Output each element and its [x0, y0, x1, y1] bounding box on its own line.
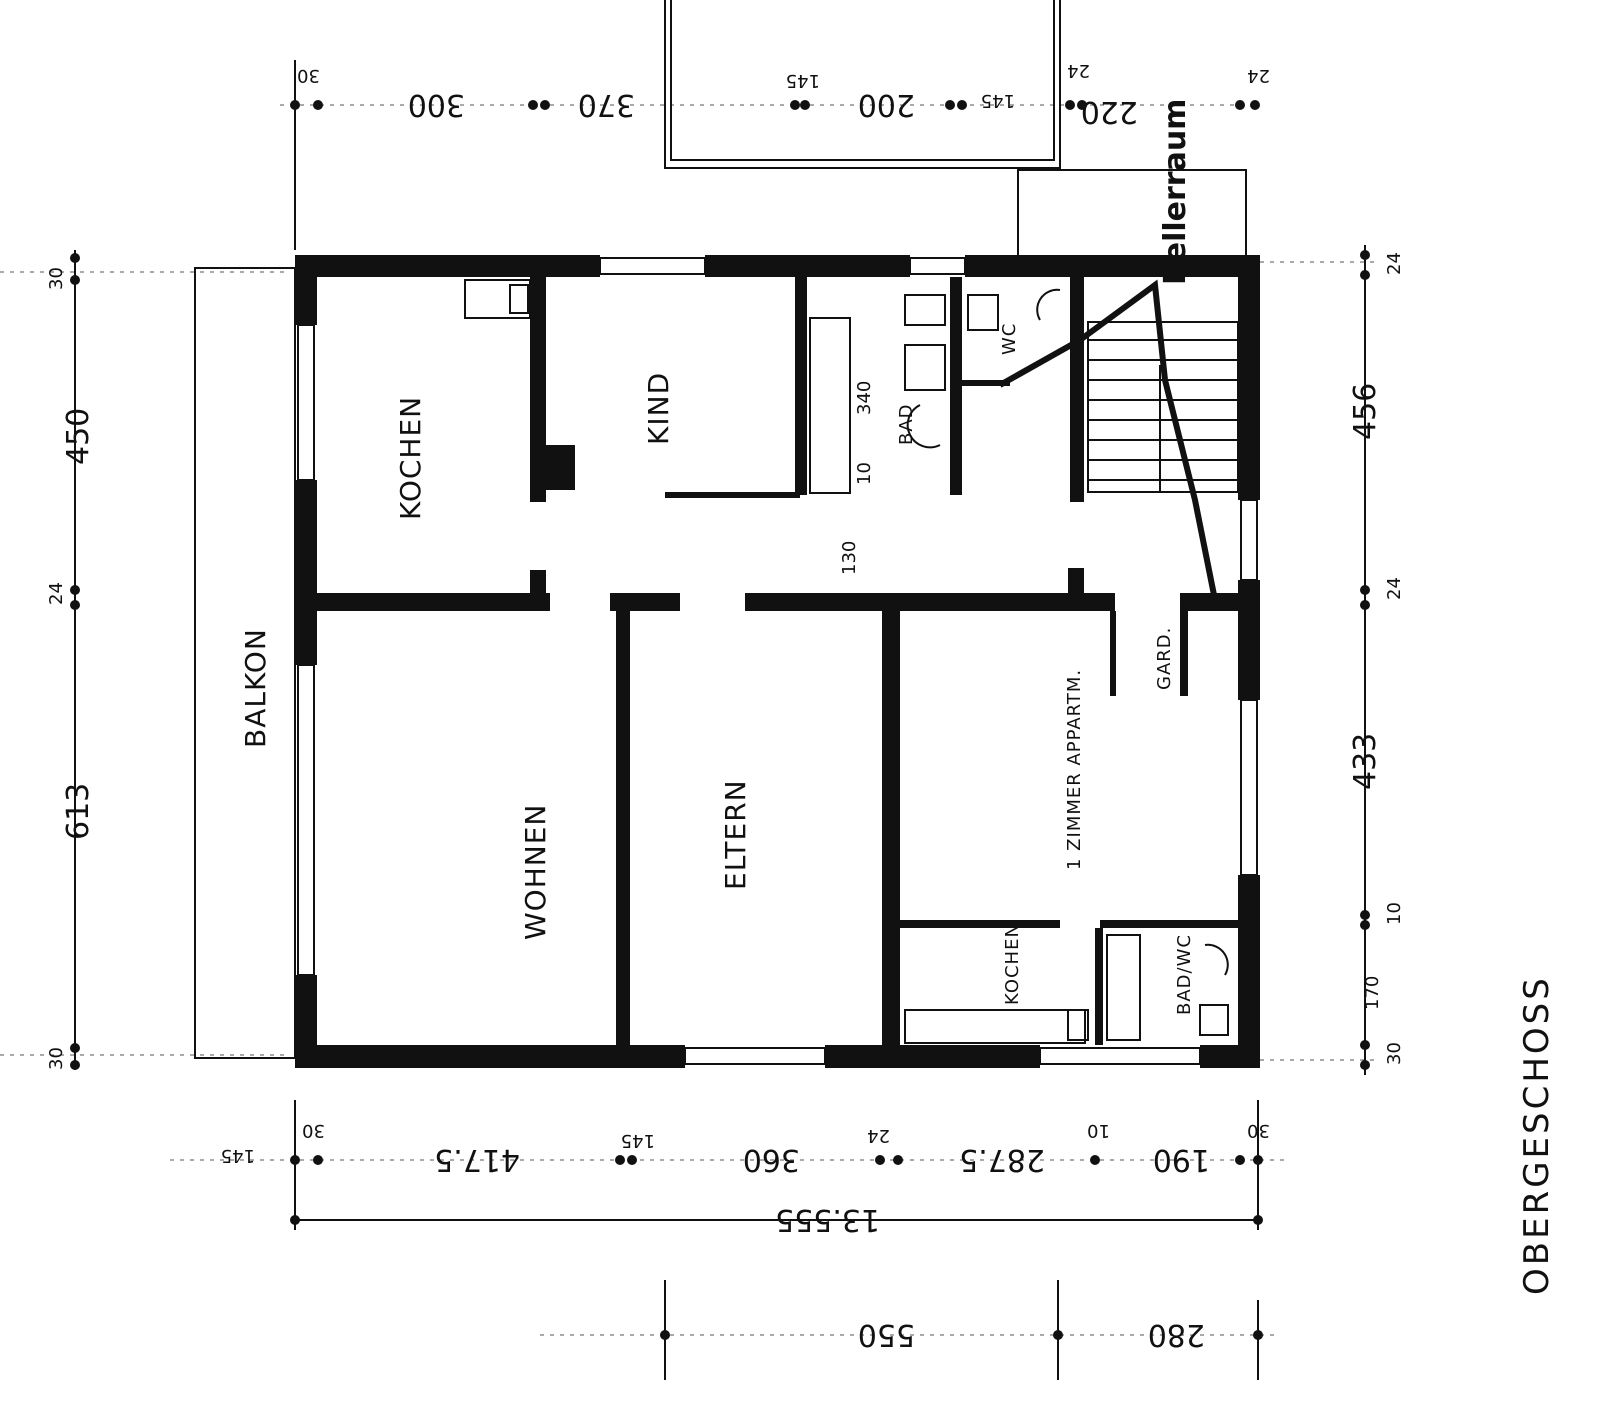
terrace-outline	[664, 0, 1061, 169]
room-appartment: 1 ZIMMER APPARTM.	[1064, 669, 1085, 870]
dims-left: 30 450 24 613 30	[46, 267, 96, 1070]
dims-right: 24 456 24 433 10 170 30	[1348, 252, 1405, 1065]
dim-bad-width: 340	[854, 381, 875, 415]
dim-top: 24	[1247, 65, 1270, 86]
dim-top: 370	[578, 87, 635, 122]
dim-left: 24	[46, 582, 67, 605]
room-wohnen: WOHNEN	[519, 804, 552, 940]
floor-title: OBERGESCHOSS	[1517, 975, 1557, 1295]
dim-left: 30	[46, 267, 67, 290]
room-wc: WC	[999, 323, 1020, 355]
dim-bottom: 145	[221, 1145, 255, 1166]
dimension-markers	[70, 100, 1370, 1340]
dim-right: 170	[1362, 976, 1383, 1010]
dim-bottom: 360	[743, 1142, 800, 1177]
keller-route-line	[998, 279, 1218, 601]
dim-bottom: 287.5	[959, 1142, 1045, 1177]
windows	[297, 257, 1258, 1065]
room-eltern: ELTERN	[719, 779, 752, 890]
dim-bottom: 145	[621, 1130, 655, 1151]
room-labels: KOCHEN KIND BAD WC WOHNEN ELTERN BALKON …	[239, 323, 1195, 1015]
dim-bottom: 30	[302, 1120, 325, 1141]
dim-bottom: 417.5	[434, 1142, 520, 1177]
dim-top: 24	[1067, 60, 1090, 81]
dim-lower: 280	[1148, 1317, 1205, 1352]
dim-right: 30	[1384, 1042, 1405, 1065]
dim-right: 10	[1384, 902, 1405, 925]
room-kochen-small: KOCHEN	[1002, 923, 1023, 1005]
dims-bottom: 145 30 417.5 145 360 24 287.5 10 190 30 …	[221, 1120, 1270, 1352]
dim-top: 30	[297, 65, 320, 86]
room-garderobe: GARD.	[1154, 627, 1175, 690]
dim-bottom: 190	[1153, 1142, 1210, 1177]
room-bad-wc: BAD/WC	[1174, 934, 1195, 1015]
dim-wall: 10	[854, 462, 875, 485]
room-kind: KIND	[642, 372, 675, 445]
dim-right: 24	[1384, 252, 1405, 275]
entry-outline	[1017, 169, 1247, 257]
walls	[295, 255, 1260, 1068]
dim-bottom: 30	[1247, 1120, 1270, 1141]
dim-top: 200	[858, 87, 915, 122]
dim-lower: 550	[858, 1317, 915, 1352]
dim-left: 613	[61, 783, 96, 840]
dim-right: 433	[1348, 733, 1383, 790]
room-balkon: BALKON	[239, 628, 272, 748]
dim-left: 30	[46, 1047, 67, 1070]
room-bad: BAD	[896, 403, 917, 445]
dim-top: 145	[981, 90, 1015, 111]
kellerraum-annotation: Kellerraum	[1158, 99, 1193, 285]
dim-right: 456	[1348, 383, 1383, 440]
dim-left: 450	[61, 408, 96, 465]
dim-right: 24	[1384, 577, 1405, 600]
room-kochen: KOCHEN	[394, 396, 427, 520]
dim-top: 220	[1081, 94, 1138, 129]
dim-top: 300	[408, 87, 465, 122]
dims-top: 30 300 370 145 200 145 24 220 24	[297, 60, 1270, 129]
dim-total: 13.555	[775, 1202, 880, 1237]
dim-top: 145	[786, 70, 820, 91]
fixtures	[464, 279, 1239, 1044]
dim-flur: 130	[839, 541, 860, 575]
dim-bottom: 10	[1087, 1120, 1110, 1141]
dim-bottom: 24	[867, 1125, 890, 1146]
